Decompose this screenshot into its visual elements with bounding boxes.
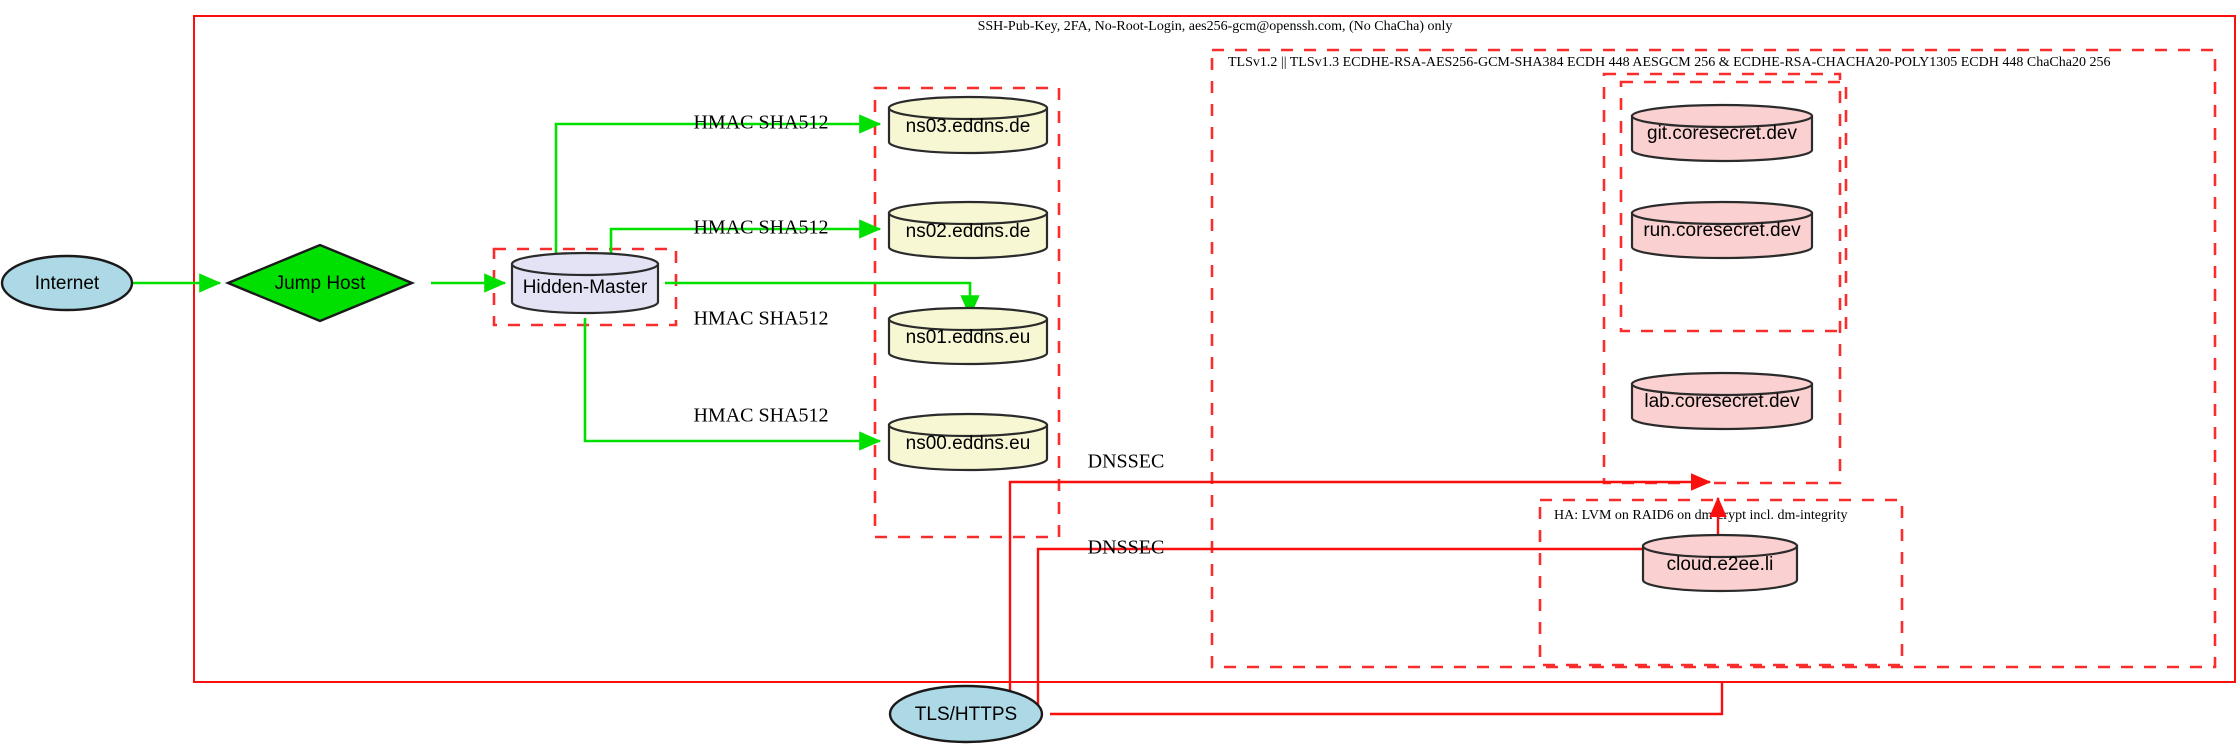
- node-jump-host[interactable]: Jump Host: [224, 243, 416, 323]
- node-tls-https[interactable]: TLS/HTTPS: [888, 684, 1044, 744]
- node-cloud-e2ee-label: cloud.e2ee.li: [1667, 554, 1774, 575]
- edge-label-hmac-ns02: HMAC SHA512: [693, 217, 828, 239]
- edge-label-dnssec-coresecret: DNSSEC: [1088, 451, 1165, 473]
- node-ns03-label: ns03.eddns.de: [906, 116, 1031, 137]
- node-ns01[interactable]: ns01.eddns.eu: [887, 306, 1049, 366]
- node-lab-coresecret-label: lab.coresecret.dev: [1644, 391, 1800, 412]
- edge-label-hmac-ns03: HMAC SHA512: [693, 112, 828, 134]
- node-ns02[interactable]: ns02.eddns.de: [887, 200, 1049, 260]
- tls-zone-label: TLSv1.2 || TLSv1.3 ECDHE-RSA-AES256-GCM-…: [1228, 55, 2110, 70]
- outer-perimeter-label: SSH-Pub-Key, 2FA, No-Root-Login, aes256-…: [978, 19, 1453, 34]
- node-ns00[interactable]: ns00.eddns.eu: [887, 412, 1049, 472]
- node-ns02-label: ns02.eddns.de: [906, 221, 1031, 242]
- cluster-outer-perimeter: SSH-Pub-Key, 2FA, No-Root-Login, aes256-…: [193, 15, 2236, 683]
- edge-label-hmac-ns00: HMAC SHA512: [693, 405, 828, 427]
- node-ns00-label: ns00.eddns.eu: [906, 433, 1031, 454]
- cluster-dns-zone: [873, 86, 1061, 539]
- node-ns01-label: ns01.eddns.eu: [906, 327, 1031, 348]
- node-hidden-master-label: Hidden-Master: [523, 277, 648, 298]
- node-cloud-e2ee[interactable]: cloud.e2ee.li: [1641, 533, 1799, 593]
- edge-label-hmac-ns01: HMAC SHA512: [693, 308, 828, 330]
- edge-tlshttps-perimeter-link: [1050, 682, 1724, 716]
- node-jump-host-label: Jump Host: [275, 273, 367, 294]
- node-internet[interactable]: Internet: [0, 254, 134, 312]
- node-internet-label: Internet: [35, 273, 100, 294]
- node-hidden-master[interactable]: Hidden-Master: [510, 251, 660, 315]
- node-git-coresecret-label: git.coresecret.dev: [1647, 123, 1797, 144]
- cluster-coresecret-zone: [1602, 72, 1842, 485]
- cluster-tls-zone: TLSv1.2 || TLSv1.3 ECDHE-RSA-AES256-GCM-…: [1210, 48, 2217, 669]
- edge-hiddenmaster-to-ns03: HMAC SHA512: [554, 112, 882, 258]
- node-ns03[interactable]: ns03.eddns.de: [887, 95, 1049, 155]
- cluster-ha-zone: HA: LVM on RAID6 on dm-crypt incl. dm-in…: [1538, 498, 1904, 667]
- edge-label-dnssec-cloud: DNSSEC: [1088, 537, 1165, 559]
- node-run-coresecret-label: run.coresecret.dev: [1643, 220, 1801, 241]
- edge-hiddenmaster-to-ns02: HMAC SHA512: [609, 217, 882, 258]
- node-git-coresecret[interactable]: git.coresecret.dev: [1630, 103, 1814, 163]
- edge-tlshttps-to-coresecret: DNSSEC: [1008, 451, 1712, 712]
- edge-hiddenmaster-to-ns00: HMAC SHA512: [583, 318, 882, 451]
- node-tls-https-label: TLS/HTTPS: [915, 704, 1017, 725]
- node-lab-coresecret[interactable]: lab.coresecret.dev: [1630, 371, 1814, 431]
- edge-tlshttps-to-cloud: DNSSEC: [1036, 496, 1727, 712]
- ha-zone-label: HA: LVM on RAID6 on dm-crypt incl. dm-in…: [1554, 508, 1847, 523]
- node-run-coresecret[interactable]: run.coresecret.dev: [1630, 200, 1814, 260]
- edge-hiddenmaster-to-ns01: HMAC SHA512: [665, 281, 980, 330]
- cluster-coresecret-inner-zone: [1619, 80, 1848, 333]
